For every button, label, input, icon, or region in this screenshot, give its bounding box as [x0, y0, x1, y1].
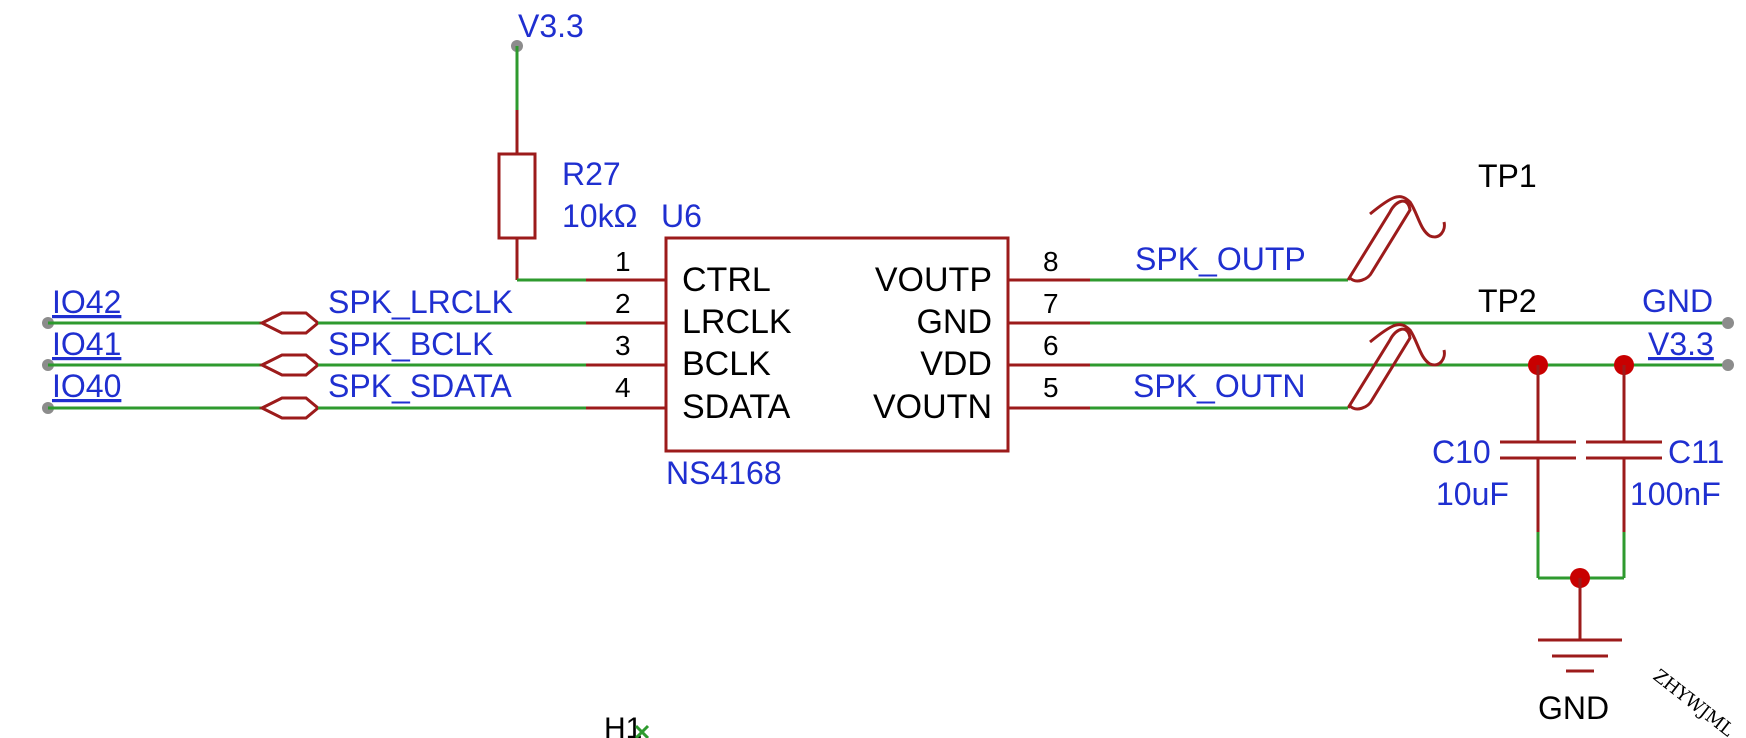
v33-right-terminal[interactable]: [1722, 359, 1734, 371]
io42-label: IO42: [52, 284, 121, 320]
pin-name-sdata: SDATA: [682, 388, 791, 426]
capacitor-c10[interactable]: C10 10uF: [1432, 355, 1576, 578]
pin-name-gnd: GND: [916, 303, 992, 341]
r27-ref: R27: [562, 156, 621, 192]
tp1-label: TP1: [1478, 158, 1537, 194]
testpoint-tp2[interactable]: [1346, 323, 1446, 411]
tp2-label: TP2: [1478, 283, 1537, 319]
pin-num-8: 8: [1043, 246, 1059, 277]
spk-outp-label: SPK_OUTP: [1135, 241, 1306, 277]
spk-lrclk-label: SPK_LRCLK: [328, 284, 513, 320]
net-spk-outn[interactable]: SPK_OUTN: [1090, 368, 1348, 410]
gnd-right-label: GND: [1642, 283, 1713, 319]
tp1-symbol: [1346, 195, 1446, 283]
testpoint-tp1[interactable]: TP1: [1346, 158, 1537, 283]
net-spk-outp[interactable]: SPK_OUTP: [1090, 241, 1348, 282]
watermark: ZHYWJML: [1649, 665, 1738, 738]
pin-num-6: 6: [1043, 330, 1059, 361]
pin-num-7: 7: [1043, 288, 1059, 319]
ic-part: NS4168: [666, 455, 782, 491]
ic-u6[interactable]: U6 NS4168 CTRL LRCLK BCLK SDATA VOUTP GN…: [586, 198, 1090, 491]
pin-num-1: 1: [615, 246, 631, 277]
c10-value: 10uF: [1436, 476, 1509, 512]
pin-num-5: 5: [1043, 372, 1059, 403]
c10-ref: C10: [1432, 434, 1491, 470]
pin-name-voutn: VOUTN: [873, 388, 992, 426]
v33-right-label: V3.3: [1648, 326, 1714, 362]
net-gnd-right[interactable]: TP2 GND: [1090, 283, 1734, 329]
net-flag-bclk: [258, 353, 321, 377]
ground-symbol[interactable]: GND: [1538, 568, 1624, 726]
v33-top-label: V3.3: [518, 8, 584, 44]
c11-ref: C11: [1668, 434, 1724, 470]
pin-num-4: 4: [615, 372, 631, 403]
net-io40-sdata[interactable]: IO40 SPK_SDATA: [42, 368, 586, 420]
pin-name-bclk: BCLK: [682, 345, 771, 383]
v33-top-supply: V3.3: [511, 8, 584, 154]
spk-bclk-label: SPK_BCLK: [328, 326, 493, 362]
ic-body: [664, 236, 1010, 453]
pin-num-3: 3: [615, 330, 631, 361]
spk-sdata-label: SPK_SDATA: [328, 368, 512, 404]
pin-name-ctrl: CTRL: [682, 261, 771, 299]
io41-label: IO41: [52, 326, 121, 362]
h1-label: H1: [604, 712, 642, 738]
resistor-body: [497, 152, 537, 240]
ic-ref: U6: [661, 198, 702, 234]
tp2-symbol: [1346, 323, 1446, 411]
h1-fragment: H1: [604, 712, 650, 738]
spk-outn-label: SPK_OUTN: [1133, 368, 1305, 404]
net-io41-bclk[interactable]: IO41 SPK_BCLK: [42, 326, 586, 377]
pin-name-lrclk: LRCLK: [682, 303, 792, 341]
net-io42-lrclk[interactable]: IO42 SPK_LRCLK: [42, 284, 586, 335]
net-flag-sdata: [258, 396, 321, 420]
resistor-r27[interactable]: R27 10kΩ: [497, 152, 638, 280]
r27-value: 10kΩ: [562, 198, 638, 234]
gnd-right-terminal[interactable]: [1722, 317, 1734, 329]
pin-num-2: 2: [615, 288, 631, 319]
pin-name-voutp: VOUTP: [875, 261, 992, 299]
gnd-bottom-label: GND: [1538, 690, 1609, 726]
io40-label: IO40: [52, 368, 121, 404]
net-flag-lrclk: [258, 311, 321, 335]
c11-value: 100nF: [1630, 476, 1721, 512]
pin-name-vdd: VDD: [920, 345, 992, 383]
capacitor-c11[interactable]: C11 100nF: [1586, 355, 1724, 578]
